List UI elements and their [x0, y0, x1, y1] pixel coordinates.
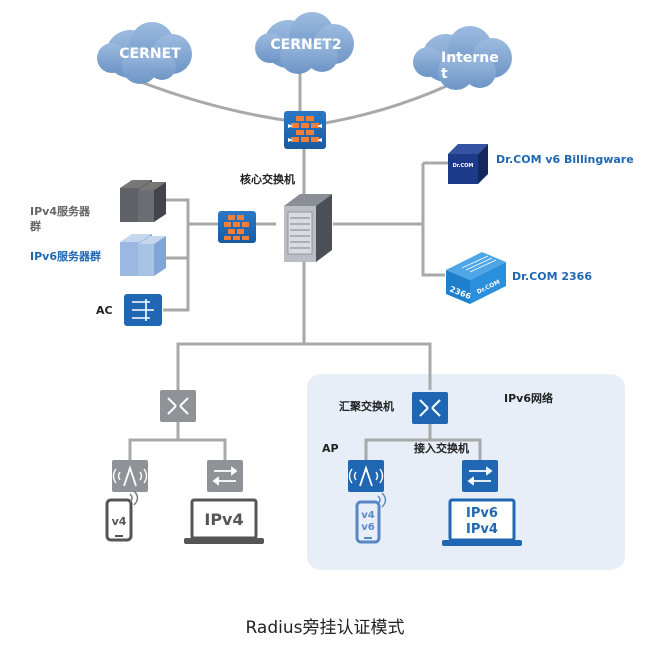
ipv6-server-label: IPv6服务器群: [30, 249, 101, 263]
left-ap-icon: [112, 460, 148, 492]
drcom2366-device-icon: 2366 Dr.COM: [446, 252, 506, 304]
billingware-label: Dr.COM v6 Billingware: [496, 153, 634, 166]
agg-switch-icon: [412, 392, 448, 424]
access-switch-label: 接入交换机: [414, 441, 469, 455]
ap-icon: [348, 460, 384, 492]
right-laptop-icon: IPv6 IPv4: [442, 498, 522, 546]
left-phone-text: v4: [112, 515, 127, 528]
core-switch-icon: [284, 194, 332, 262]
billingware-server-icon: Dr.COM: [448, 144, 488, 184]
access-switch-icon: [462, 460, 498, 492]
cloud-cernet: CERNET: [97, 22, 192, 84]
ipv6-server-group-icon: [120, 234, 166, 276]
left-phone-icon: v4: [105, 490, 139, 542]
right-laptop-text-line2: IPv4: [466, 522, 498, 537]
cloud-cernet2-label: CERNET2: [270, 37, 341, 53]
ipv4-server-group-icon: [120, 180, 166, 222]
cloud-internet: Interne t: [413, 26, 512, 90]
right-phone-text-line2: v6: [361, 522, 375, 533]
diagram-caption: Radius旁挂认证模式: [245, 618, 405, 638]
right-phone-text-line1: v4: [361, 510, 375, 521]
right-laptop-text-line1: IPv6: [466, 506, 498, 521]
left-laptop-icon: IPv4: [184, 498, 264, 544]
core-switch-label: 核心交换机: [240, 172, 295, 186]
ipv4-server-label-line1: IPv4服务器: [30, 204, 91, 218]
cloud-cernet-label: CERNET: [119, 46, 181, 62]
connection-lines: [128, 62, 482, 462]
right-phone-icon: v4 v6: [355, 492, 387, 544]
left-agg-switch-icon: [160, 390, 196, 422]
ipv6-network-label: IPv6网络: [504, 391, 553, 405]
cloud-cernet2: CERNET2: [255, 12, 354, 74]
billingware-box-text: Dr.COM: [453, 163, 474, 169]
cloud-internet-label-line2: t: [441, 66, 448, 82]
left-laptop-text: IPv4: [204, 510, 243, 529]
drcom2366-label: Dr.COM 2366: [512, 270, 592, 283]
middle-firewall-icon: [218, 211, 256, 243]
left-access-switch-icon: [207, 460, 243, 492]
agg-switch-label: 汇聚交换机: [339, 399, 394, 413]
ac-label: AC: [96, 304, 113, 317]
ipv4-server-label-line2: 群: [29, 219, 41, 233]
ac-controller-icon: [124, 294, 162, 326]
cloud-internet-label-line1: Interne: [441, 50, 499, 66]
ap-label: AP: [322, 442, 339, 455]
top-firewall-icon: [284, 111, 326, 149]
